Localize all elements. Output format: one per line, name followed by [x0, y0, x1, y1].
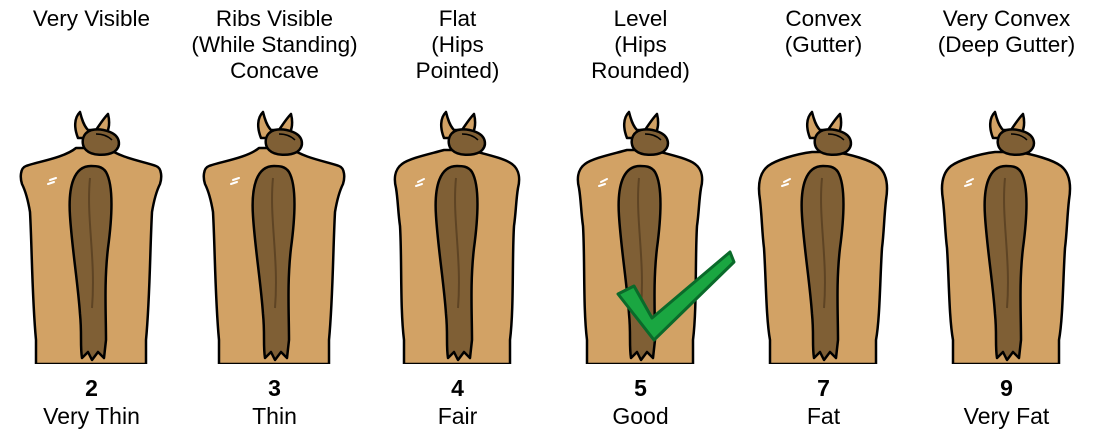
horse-rear-view-icon: [732, 108, 915, 364]
heading-line: Concave: [183, 58, 366, 84]
panel-heading: Ribs Visible (While Standing) Concave: [183, 6, 366, 84]
horse-rear-view-icon: [366, 108, 549, 364]
horse-rear-view-icon: [915, 108, 1098, 364]
horse-rear-view-icon: [0, 108, 183, 364]
heading-line: (While Standing): [183, 32, 366, 58]
panel-score-2: Very Visible 2 Very Thin: [0, 0, 183, 438]
score-label: Good: [549, 402, 732, 430]
score-number: 9: [915, 375, 1098, 401]
score-label: Very Thin: [0, 402, 183, 430]
score-number: 5: [549, 375, 732, 401]
score-number: 3: [183, 375, 366, 401]
checkmark-icon: [612, 248, 738, 344]
heading-line: Level: [549, 6, 732, 32]
score-number: 7: [732, 375, 915, 401]
score-label: Fat: [732, 402, 915, 430]
score-label: Very Fat: [915, 402, 1098, 430]
panel-heading: Very Convex (Deep Gutter): [915, 6, 1098, 58]
heading-line: Flat: [366, 6, 549, 32]
panel-score-9: Very Convex (Deep Gutter) 9 Very Fat: [915, 0, 1098, 438]
panel-score-7: Convex (Gutter) 7 Fat: [732, 0, 915, 438]
heading-line: (Hips: [366, 32, 549, 58]
panel-heading: Level (Hips Rounded): [549, 6, 732, 84]
heading-line: Pointed): [366, 58, 549, 84]
heading-line: Very Visible: [0, 6, 183, 32]
score-number: 2: [0, 375, 183, 401]
heading-line: (Deep Gutter): [915, 32, 1098, 58]
score-label: Fair: [366, 402, 549, 430]
panel-heading: Very Visible: [0, 6, 183, 32]
heading-line: Very Convex: [915, 6, 1098, 32]
panel-heading: Convex (Gutter): [732, 6, 915, 58]
panel-score-4: Flat (Hips Pointed) 4 Fair: [366, 0, 549, 438]
score-label: Thin: [183, 402, 366, 430]
heading-line: (Hips: [549, 32, 732, 58]
horse-rear-view-icon: [183, 108, 366, 364]
heading-line: (Gutter): [732, 32, 915, 58]
panel-heading: Flat (Hips Pointed): [366, 6, 549, 84]
score-number: 4: [366, 375, 549, 401]
panel-score-5: Level (Hips Rounded) 5 Good: [549, 0, 732, 438]
panel-score-3: Ribs Visible (While Standing) Concave 3 …: [183, 0, 366, 438]
heading-line: Ribs Visible: [183, 6, 366, 32]
heading-line: Convex: [732, 6, 915, 32]
heading-line: Rounded): [549, 58, 732, 84]
